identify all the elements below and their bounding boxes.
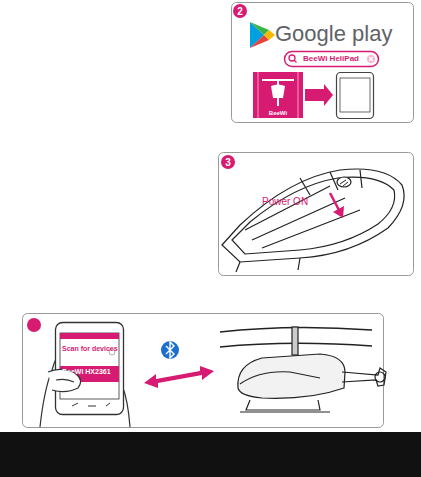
callout-circle — [221, 155, 235, 169]
panel-frame — [232, 3, 414, 123]
helicopter — [220, 327, 386, 412]
double-arrow — [144, 366, 214, 388]
bluetooth-icon — [161, 341, 179, 359]
helicopter-body — [222, 169, 404, 272]
footer-bar — [0, 432, 421, 477]
phone — [337, 73, 374, 119]
callout-number: 3 — [225, 157, 231, 168]
callout-circle — [233, 4, 247, 18]
app-helicopter — [262, 79, 294, 106]
panel-frame — [23, 314, 384, 428]
search-pill — [285, 52, 379, 67]
device-name: BeeWi HX2361 — [62, 368, 111, 376]
power-label: Power ON — [262, 196, 308, 207]
callout-circle — [27, 318, 41, 332]
hand-with-phone — [40, 323, 130, 428]
power-switch — [337, 177, 351, 187]
clear-icon — [367, 55, 375, 63]
play-logo — [250, 22, 275, 48]
panel-frame — [219, 153, 414, 276]
pink-arrow — [305, 84, 333, 106]
callout-number: 2 — [237, 6, 243, 17]
search-text: BeeWi HeliPad — [303, 55, 359, 64]
store-name: Google play — [275, 22, 392, 46]
app-brand: BeeWi — [269, 110, 287, 117]
app-icon — [253, 72, 303, 118]
screen-heading: Scan for devices — [62, 345, 118, 353]
